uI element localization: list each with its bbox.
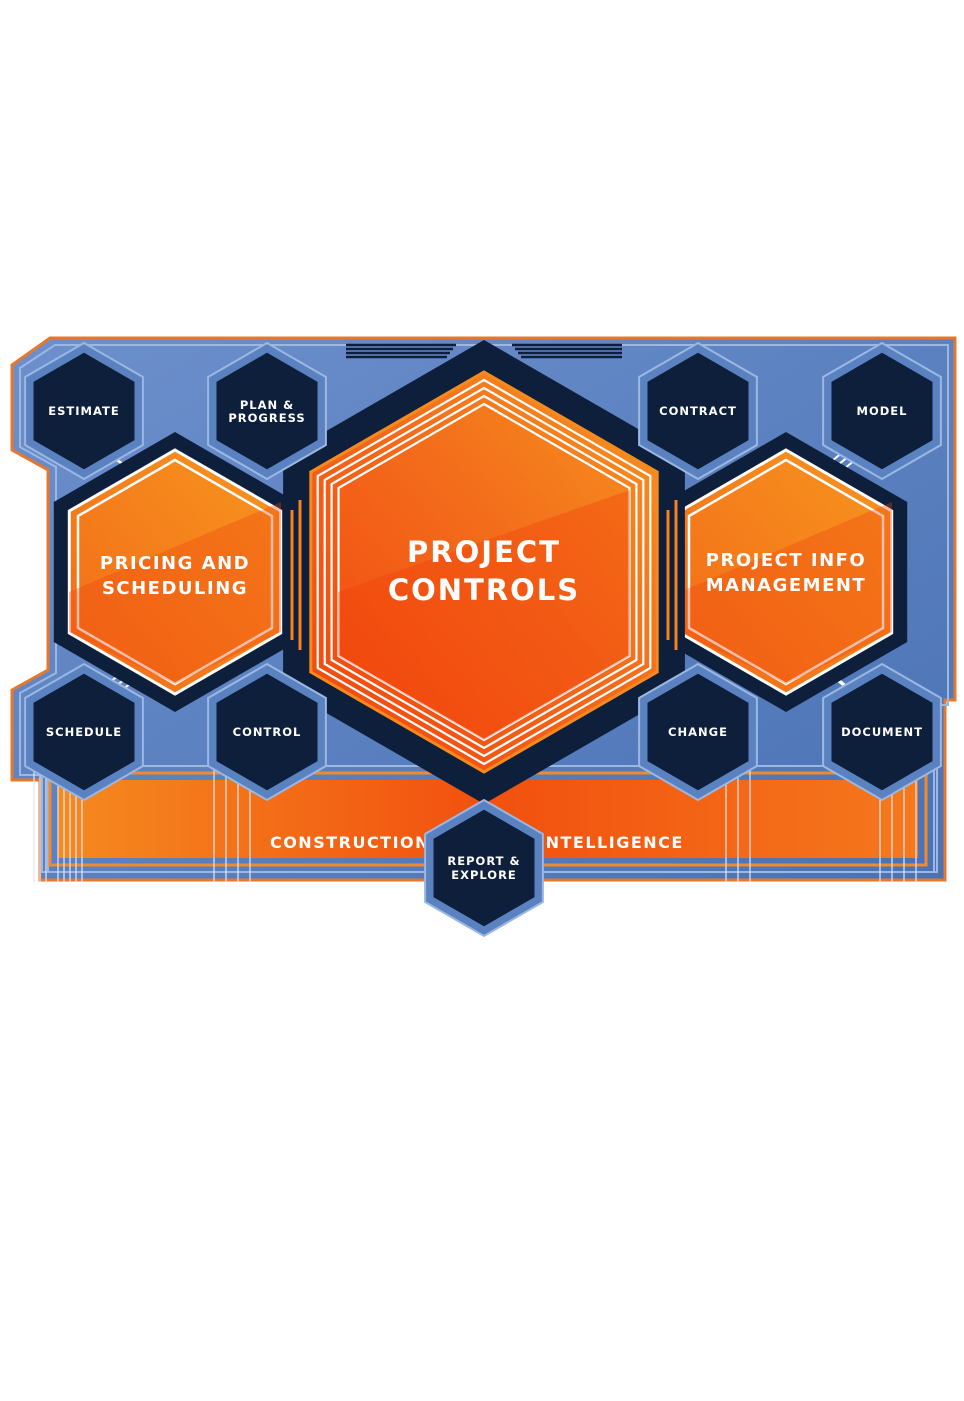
hub-ring xyxy=(76,458,274,686)
center-ring xyxy=(323,386,645,758)
project-info-management-label-line2: MANAGEMENT xyxy=(706,575,866,596)
model-node[interactable] xyxy=(822,341,942,481)
hub-face xyxy=(67,448,283,696)
contract-node[interactable] xyxy=(638,341,758,481)
node-face xyxy=(644,670,752,794)
node-face xyxy=(430,806,538,930)
control-label: CONTROL xyxy=(233,725,302,739)
node-face xyxy=(828,349,936,473)
report-explore-label-line2: EXPLORE xyxy=(451,868,517,882)
contract-label: CONTRACT xyxy=(659,404,737,418)
node-face xyxy=(30,349,138,473)
estimate-node[interactable] xyxy=(24,341,144,481)
estimate-label: ESTIMATE xyxy=(48,404,119,418)
center-ring xyxy=(316,378,652,766)
pricing-and-scheduling-hub xyxy=(53,432,297,712)
band-label-intelligence: INTELLIGENCE xyxy=(538,833,684,852)
center-face xyxy=(309,370,659,774)
control-node[interactable] xyxy=(207,662,327,802)
node-layer xyxy=(24,341,942,938)
plan-progress-label-line1: PLAN & xyxy=(240,398,294,412)
project-controls-label-line1: PROJECT xyxy=(407,535,561,569)
change-label: CHANGE xyxy=(668,725,728,739)
plan-progress-label-line2: PROGRESS xyxy=(228,411,305,425)
hub-shade xyxy=(69,502,281,684)
node-face xyxy=(213,670,321,794)
node-face xyxy=(213,349,321,473)
model-label: MODEL xyxy=(857,404,908,418)
node-face xyxy=(828,670,936,794)
schedule-label: SCHEDULE xyxy=(46,725,122,739)
band-label-construction: CONSTRUCTION xyxy=(270,833,430,852)
hub-shade xyxy=(680,502,892,684)
top-stripes xyxy=(346,343,622,359)
hub-ring xyxy=(687,458,885,686)
change-node[interactable] xyxy=(638,662,758,802)
node-face xyxy=(30,670,138,794)
project-controls-hub xyxy=(283,340,685,804)
report-explore-label-line1: REPORT & xyxy=(447,854,520,868)
node-face xyxy=(644,349,752,473)
pricing-and-scheduling-label-line1: PRICING AND xyxy=(100,553,250,574)
report-node[interactable] xyxy=(424,798,544,938)
schedule-node[interactable] xyxy=(24,662,144,802)
center-shade xyxy=(338,490,630,740)
document-label: DOCUMENT xyxy=(841,725,923,739)
plan-node[interactable] xyxy=(207,341,327,481)
center-ring xyxy=(330,394,638,750)
document-node[interactable] xyxy=(822,662,942,802)
project-info-management-label-line1: PROJECT INFO xyxy=(706,550,866,571)
project-controls-label-line2: CONTROLS xyxy=(388,573,580,607)
center-ring xyxy=(337,402,631,742)
decorative-vertical-lines xyxy=(33,770,917,882)
pricing-and-scheduling-label-line2: SCHEDULING xyxy=(102,578,248,599)
